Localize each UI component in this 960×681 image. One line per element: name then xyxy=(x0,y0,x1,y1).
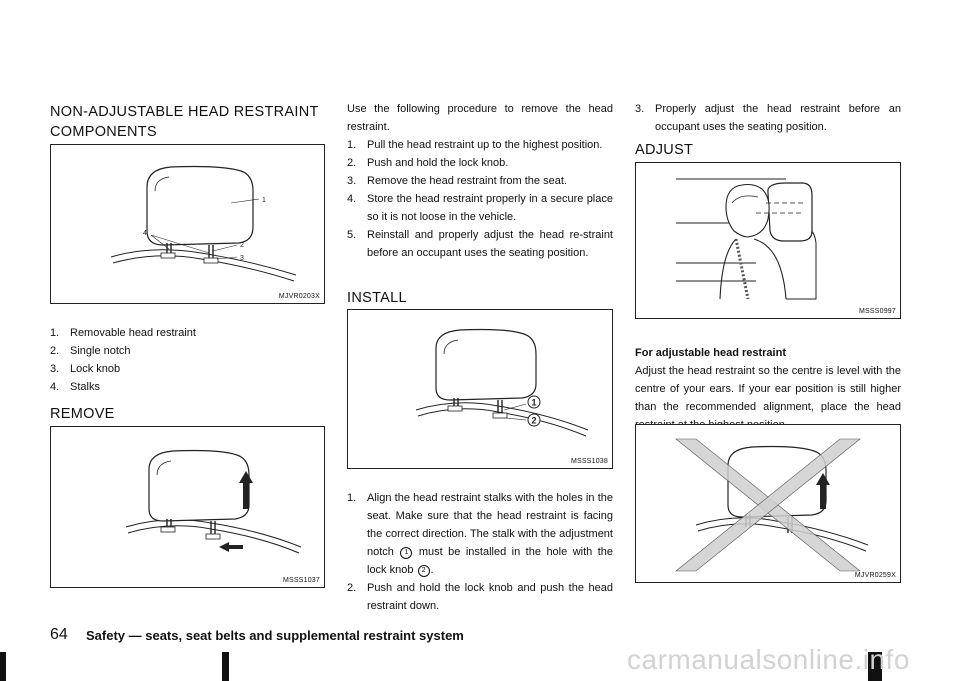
list-item: 2.Push and hold the lock knob and push t… xyxy=(347,582,613,612)
figure-code: MSSS0997 xyxy=(858,308,896,315)
list-item: 1.Align the head restraint stalks with t… xyxy=(347,492,614,577)
list-item: 4.Store the head restraint properly in a… xyxy=(347,193,613,223)
figure-install: 1 2 MSSS1038 xyxy=(347,309,613,469)
install-heading: INSTALL xyxy=(347,290,407,306)
remove-heading: REMOVE xyxy=(50,406,115,422)
occupant-head-alignment-illustration xyxy=(676,178,817,300)
remove-intro: Use the following procedure to remove th… xyxy=(347,103,613,133)
adjust-heading: ADJUST xyxy=(635,142,694,158)
remove-steps-list: 1.Pull the head restraint up to the high… xyxy=(347,136,613,262)
install-steps-list: 1.Align the head restraint stalks with t… xyxy=(347,489,613,615)
figure-components: 1 2 3 4 MJVR0203X xyxy=(50,144,325,304)
watermark: carmanualsonline.info xyxy=(627,644,910,675)
list-item: 2.Single notch xyxy=(50,345,131,357)
list-item: 5.Reinstall and properly adjust the head… xyxy=(347,229,613,259)
page-number: 64 xyxy=(50,626,68,643)
edge-bar xyxy=(0,652,6,681)
list-item: 2.Push and hold the lock knob. xyxy=(347,157,509,169)
label-1: 1 xyxy=(262,197,266,204)
list-item: 3.Remove the head restraint from the sea… xyxy=(347,175,567,187)
adjust-subheading: For adjustable head restraint xyxy=(635,347,786,359)
head-restraint-install-illustration: 1 2 xyxy=(415,328,589,437)
tab-marker xyxy=(868,652,882,681)
label-3: 3 xyxy=(240,255,244,262)
section-subtitle: COMPONENTS xyxy=(50,124,157,140)
section-title: NON-ADJUSTABLE HEAD RESTRAINT xyxy=(50,104,319,120)
figure-code: MSSS1038 xyxy=(570,458,608,465)
list-item: 1.Removable head restraint xyxy=(50,327,196,339)
head-restraint-components-illustration: 1 2 3 4 xyxy=(110,165,297,282)
label-1: 1 xyxy=(532,398,537,408)
figure-remove: MSSS1037 xyxy=(50,426,325,588)
incorrect-removal-illustration xyxy=(675,438,869,572)
figure-incorrect: MJVR0259X xyxy=(635,424,901,583)
head-restraint-remove-illustration xyxy=(125,449,302,554)
list-item: 1.Pull the head restraint up to the high… xyxy=(347,139,603,151)
tab-marker xyxy=(222,652,229,681)
label-2: 2 xyxy=(532,416,537,426)
list-item: 3.Properly adjust the head restraint bef… xyxy=(635,103,901,133)
figure-code: MSSS1037 xyxy=(282,577,320,584)
notch-marker: 1 xyxy=(400,547,413,559)
components-list: 1.Removable head restraint 2.Single notc… xyxy=(50,324,325,396)
install-step-3: 3.Properly adjust the head restraint bef… xyxy=(635,100,901,136)
label-2: 2 xyxy=(240,242,244,249)
list-item: 4.Stalks xyxy=(50,381,100,393)
lock-knob-marker: 2 xyxy=(417,565,430,577)
list-item: 3.Lock knob xyxy=(50,363,121,375)
label-4: 4 xyxy=(143,230,147,237)
page-footer-section: Safety — seats, seat belts and supplemen… xyxy=(86,628,464,643)
figure-code: MJVR0203X xyxy=(278,293,320,300)
figure-adjust: MSSS0997 xyxy=(635,162,901,319)
figure-code: MJVR0259X xyxy=(854,572,896,579)
